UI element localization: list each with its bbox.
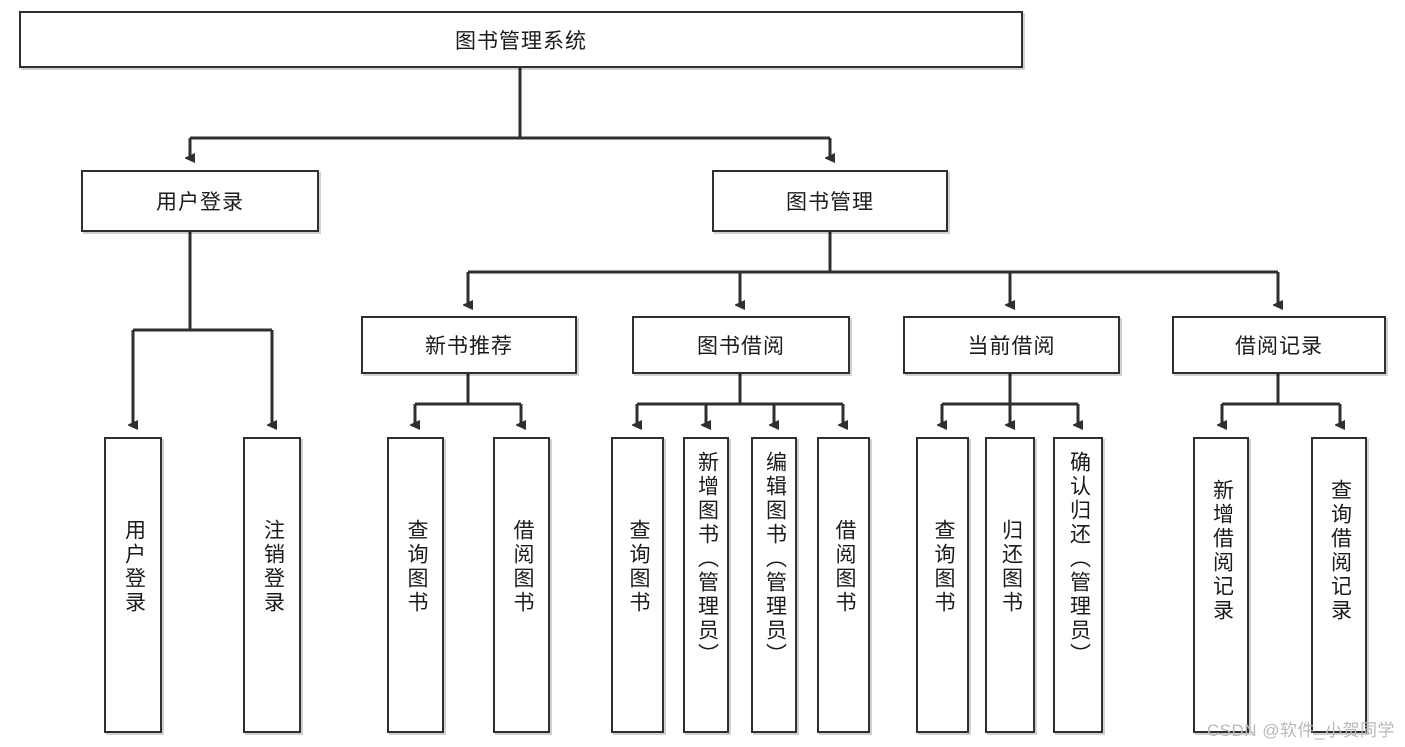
node-current-borrow[interactable]: 当前借阅 [903, 316, 1120, 374]
leaf-borrow-book[interactable]: 借阅图书 [817, 437, 870, 733]
leaf-user-login-label: 用户登录 [122, 519, 146, 615]
node-borrow-records-label: 借阅记录 [1235, 335, 1323, 358]
leaf-edit-book-admin-label: 编辑图书（管理员） [763, 451, 787, 667]
leaf-add-borrow-record[interactable]: 新增借阅记录 [1193, 437, 1249, 733]
node-book-borrow[interactable]: 图书借阅 [632, 316, 850, 374]
leaf-return-book[interactable]: 归还图书 [985, 437, 1035, 733]
leaf-query-book-borrow[interactable]: 查询图书 [611, 437, 664, 733]
leaf-query-book-borrow-label: 查询图书 [626, 519, 650, 615]
leaf-user-login[interactable]: 用户登录 [104, 437, 162, 733]
leaf-query-book-current[interactable]: 查询图书 [916, 437, 969, 733]
node-borrow-records[interactable]: 借阅记录 [1172, 316, 1386, 374]
leaf-borrow-book-newbook[interactable]: 借阅图书 [493, 437, 550, 733]
node-book-management-label: 图书管理 [786, 191, 874, 214]
leaf-borrow-book-newbook-label: 借阅图书 [510, 519, 534, 615]
leaf-query-borrow-record[interactable]: 查询借阅记录 [1311, 437, 1367, 733]
node-current-borrow-label: 当前借阅 [967, 335, 1056, 358]
node-new-book-recommend-label: 新书推荐 [425, 335, 513, 358]
node-book-borrow-label: 图书借阅 [697, 335, 785, 358]
leaf-add-book-admin-label: 新增图书（管理员） [695, 451, 719, 667]
leaf-logout[interactable]: 注销登录 [243, 437, 301, 733]
leaf-return-book-label: 归还图书 [999, 519, 1023, 615]
node-new-book-recommend[interactable]: 新书推荐 [361, 316, 577, 374]
leaf-borrow-book-label: 借阅图书 [832, 519, 856, 615]
leaf-confirm-return-admin[interactable]: 确认归还（管理员） [1053, 437, 1103, 733]
leaf-add-book-admin[interactable]: 新增图书（管理员） [683, 437, 729, 733]
leaf-logout-label: 注销登录 [261, 519, 285, 615]
node-root-label: 图书管理系统 [455, 29, 587, 53]
leaf-edit-book-admin[interactable]: 编辑图书（管理员） [751, 437, 797, 733]
node-book-management[interactable]: 图书管理 [712, 170, 948, 232]
node-root[interactable]: 图书管理系统 [19, 11, 1023, 68]
leaf-query-book-current-label: 查询图书 [931, 519, 955, 615]
leaf-query-borrow-record-label: 查询借阅记录 [1328, 479, 1352, 623]
node-user-login-label: 用户登录 [156, 191, 244, 214]
leaf-add-borrow-record-label: 新增借阅记录 [1210, 479, 1234, 623]
leaf-query-book-newbook[interactable]: 查询图书 [387, 437, 444, 733]
node-user-login[interactable]: 用户登录 [81, 170, 319, 232]
leaf-confirm-return-admin-label: 确认归还（管理员） [1067, 451, 1091, 667]
leaf-query-book-newbook-label: 查询图书 [404, 519, 428, 615]
